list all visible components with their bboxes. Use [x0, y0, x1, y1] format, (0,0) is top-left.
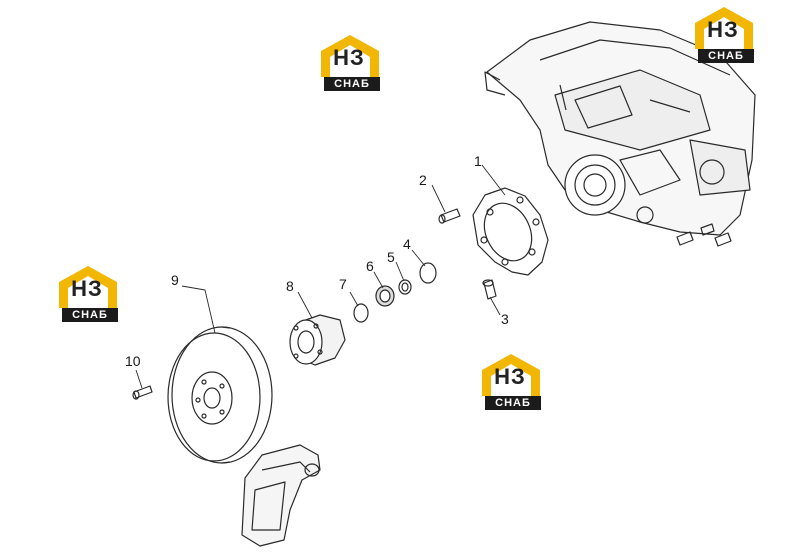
part-2-bolt: [438, 208, 461, 224]
housing-bolts: [676, 223, 732, 247]
callout-10[interactable]: 10: [125, 353, 141, 369]
part-5-washer: [398, 279, 412, 295]
part-9-brake-disc: [167, 326, 273, 464]
callout-6[interactable]: 6: [366, 258, 374, 274]
callout-9[interactable]: 9: [171, 272, 179, 288]
callout-2[interactable]: 2: [419, 172, 427, 188]
logo-band: СНАБ: [485, 396, 541, 410]
watermark-logo: НЗ СНАБ: [479, 352, 543, 412]
callout-1[interactable]: 1: [474, 153, 482, 169]
house-roof-icon: [482, 354, 540, 396]
logo-band: СНАБ: [324, 77, 380, 91]
logo-letters: НЗ: [494, 364, 526, 389]
watermark-logo: НЗ СНАБ: [318, 33, 382, 93]
logo-band: СНАБ: [62, 308, 118, 322]
part-3-bolt: [482, 279, 497, 300]
callout-7[interactable]: 7: [339, 276, 347, 292]
house-roof-icon: [59, 266, 117, 308]
part-4-o-ring: [419, 262, 437, 284]
part-8-hub-flange: [289, 314, 346, 366]
callout-4[interactable]: 4: [403, 236, 411, 252]
house-roof-icon: [321, 35, 379, 77]
callout-3[interactable]: 3: [501, 311, 509, 327]
logo-letters: НЗ: [707, 17, 739, 42]
part-6-seal: [375, 285, 395, 307]
house-roof-icon: [695, 7, 753, 49]
part-1-mounting-plate: [472, 187, 549, 276]
logo-letters: НЗ: [71, 276, 103, 301]
callout-8[interactable]: 8: [286, 278, 294, 294]
transmission-housing: [484, 21, 756, 236]
leader-lines: [135, 164, 506, 389]
part-7-snap-ring: [353, 303, 369, 323]
part-10-bolt: [132, 385, 153, 400]
watermark-logo: НЗ СНАБ: [692, 5, 756, 65]
brake-caliper: [241, 444, 321, 547]
callout-5[interactable]: 5: [387, 249, 395, 265]
watermark-logo: НЗ СНАБ: [56, 264, 120, 324]
logo-band: СНАБ: [698, 49, 754, 63]
logo-letters: НЗ: [333, 45, 365, 70]
